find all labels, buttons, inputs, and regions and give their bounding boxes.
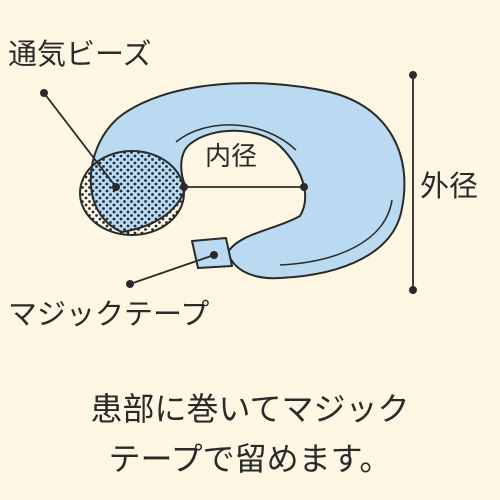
beads-leader-dot-bottom [112,183,120,191]
usage-instructions: 患部に巻いてマジック テープで留めます。 [0,384,500,484]
beads-label: 通気ビーズ [8,37,152,71]
beads-leader-line [43,92,117,188]
tape-leader-dot-end [126,280,134,288]
cushion-body [89,82,406,280]
inner-diameter-dot-right [300,183,308,191]
instructions-line-1: 患部に巻いてマジック [90,390,410,428]
outer-diameter-dot-bottom [409,286,417,294]
inner-diameter-label: 内径 [205,142,258,172]
instructions-line-2: テープで留めます。 [108,440,392,478]
outer-diameter-label: 外径 [420,169,479,203]
bead-cross-section [79,150,185,236]
velcro-tape-label: マジックテープ [8,297,210,331]
inner-rim-line [175,124,297,151]
outer-side-line [279,199,393,266]
tape-leader-line [129,254,215,285]
